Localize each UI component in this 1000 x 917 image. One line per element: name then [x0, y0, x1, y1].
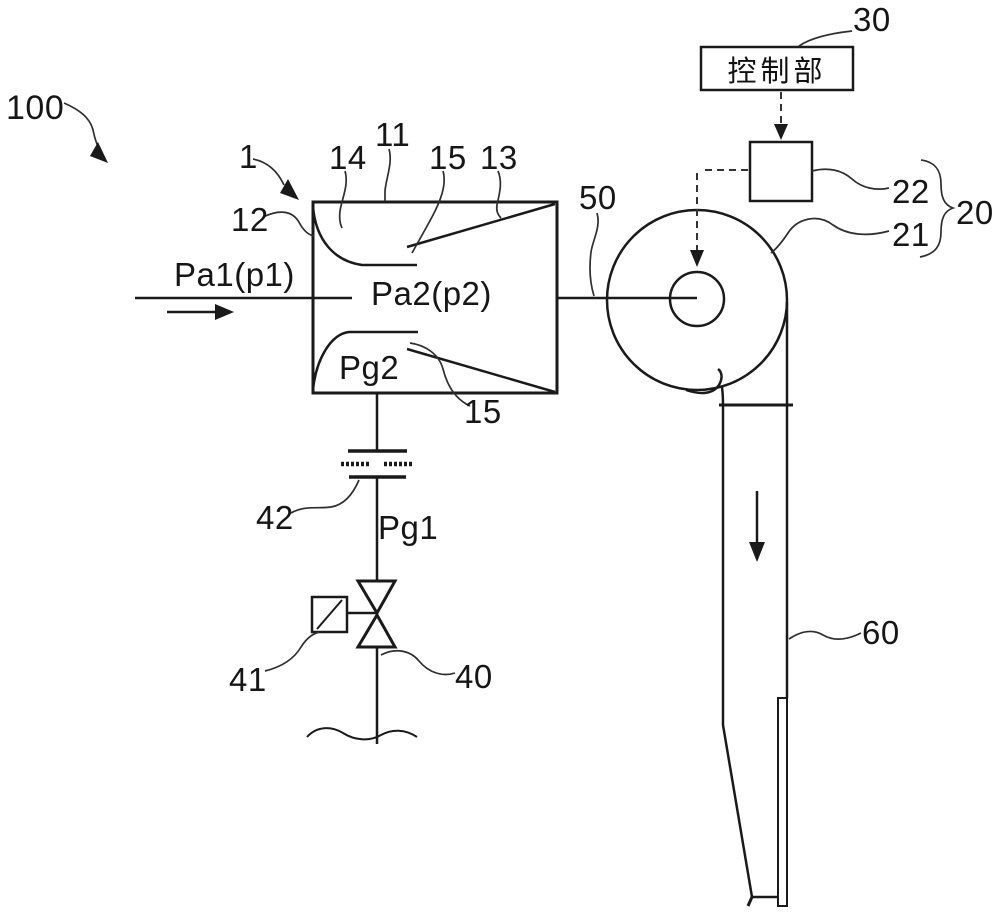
leader-14: [338, 170, 348, 229]
controller-box: [699, 45, 855, 92]
ref-label-30: 30: [853, 1, 891, 38]
upper-wall-curve: [311, 206, 417, 267]
pressure-label-pa1: Pa1(p1): [174, 256, 295, 293]
signal-arrowhead-motor: [774, 124, 788, 140]
ref-label-60: 60: [862, 614, 900, 651]
duct-flow-arrow-head: [749, 542, 765, 562]
ref-label-14: 14: [329, 139, 367, 176]
leader-12: [262, 211, 315, 237]
controller-box-label: 控制部: [727, 55, 827, 88]
leader-15-lower: [409, 342, 471, 407]
valve-symbol: [355, 579, 398, 649]
ref-label-20: 20: [956, 194, 994, 231]
ref-label-21: 21: [892, 216, 930, 253]
valve-upper-triangle: [355, 579, 398, 616]
ref-label-12: 12: [231, 201, 269, 238]
signal-arrowhead-hub: [690, 250, 704, 267]
outlet-duct: [719, 302, 793, 907]
flow-arrow-head: [215, 304, 234, 320]
leader-40: [380, 649, 456, 676]
air-inlet: [135, 296, 352, 320]
upper-diffuser-line: [406, 202, 556, 249]
leader-22: [811, 168, 890, 190]
blower-tongue: [685, 368, 723, 395]
ref-label-100: 100: [6, 89, 65, 127]
valve-actuator-box: [310, 595, 349, 634]
ref-label-50: 50: [579, 179, 617, 216]
pressure-label-pg2: Pg2: [339, 349, 400, 386]
lower-diffuser-line: [406, 347, 556, 394]
ref-label-1: 1: [239, 138, 258, 175]
actuator-diagonal: [316, 599, 343, 630]
leader-13: [495, 170, 502, 219]
brace-20: [919, 159, 956, 258]
lower-wall-curve: [311, 330, 418, 391]
blower-hub-circle: [668, 270, 726, 328]
ref-label-22: 22: [892, 173, 930, 210]
ref-label-13: 13: [480, 139, 518, 176]
ref-label-42: 42: [256, 499, 294, 536]
pipe-joint-symbol: [341, 449, 414, 479]
leader-42: [290, 479, 360, 514]
duct-left-wall: [720, 386, 754, 898]
leader-30: [798, 30, 853, 47]
leader-15-upper: [411, 170, 445, 254]
leader-11: [384, 148, 392, 201]
leader-1: [252, 158, 285, 186]
leader-lines: [63, 30, 956, 676]
control-signal-lines: [690, 92, 788, 267]
leader-100-arrowhead: [90, 142, 108, 163]
duct-inner-plate: [777, 697, 788, 907]
ref-label-40: 40: [455, 658, 493, 695]
ref-label-15-upper: 15: [429, 139, 467, 176]
leader-50: [589, 212, 599, 297]
valve-lower-triangle: [355, 612, 398, 649]
pressure-label-pa2: Pa2(p2): [371, 275, 492, 312]
ref-label-41: 41: [229, 661, 267, 698]
ref-label-15-lower: 15: [464, 393, 502, 430]
ref-label-11: 11: [375, 116, 411, 153]
motor-box: [748, 140, 814, 203]
gas-line: [306, 394, 418, 744]
leader-41: [264, 631, 320, 672]
duct-left-wall-tip: [746, 896, 754, 907]
leader-21: [770, 217, 890, 254]
leader-1-arrowhead: [280, 179, 299, 200]
pressure-label-pg1: Pg1: [378, 509, 439, 546]
break-wave-line: [306, 727, 418, 741]
leader-60: [788, 630, 862, 640]
